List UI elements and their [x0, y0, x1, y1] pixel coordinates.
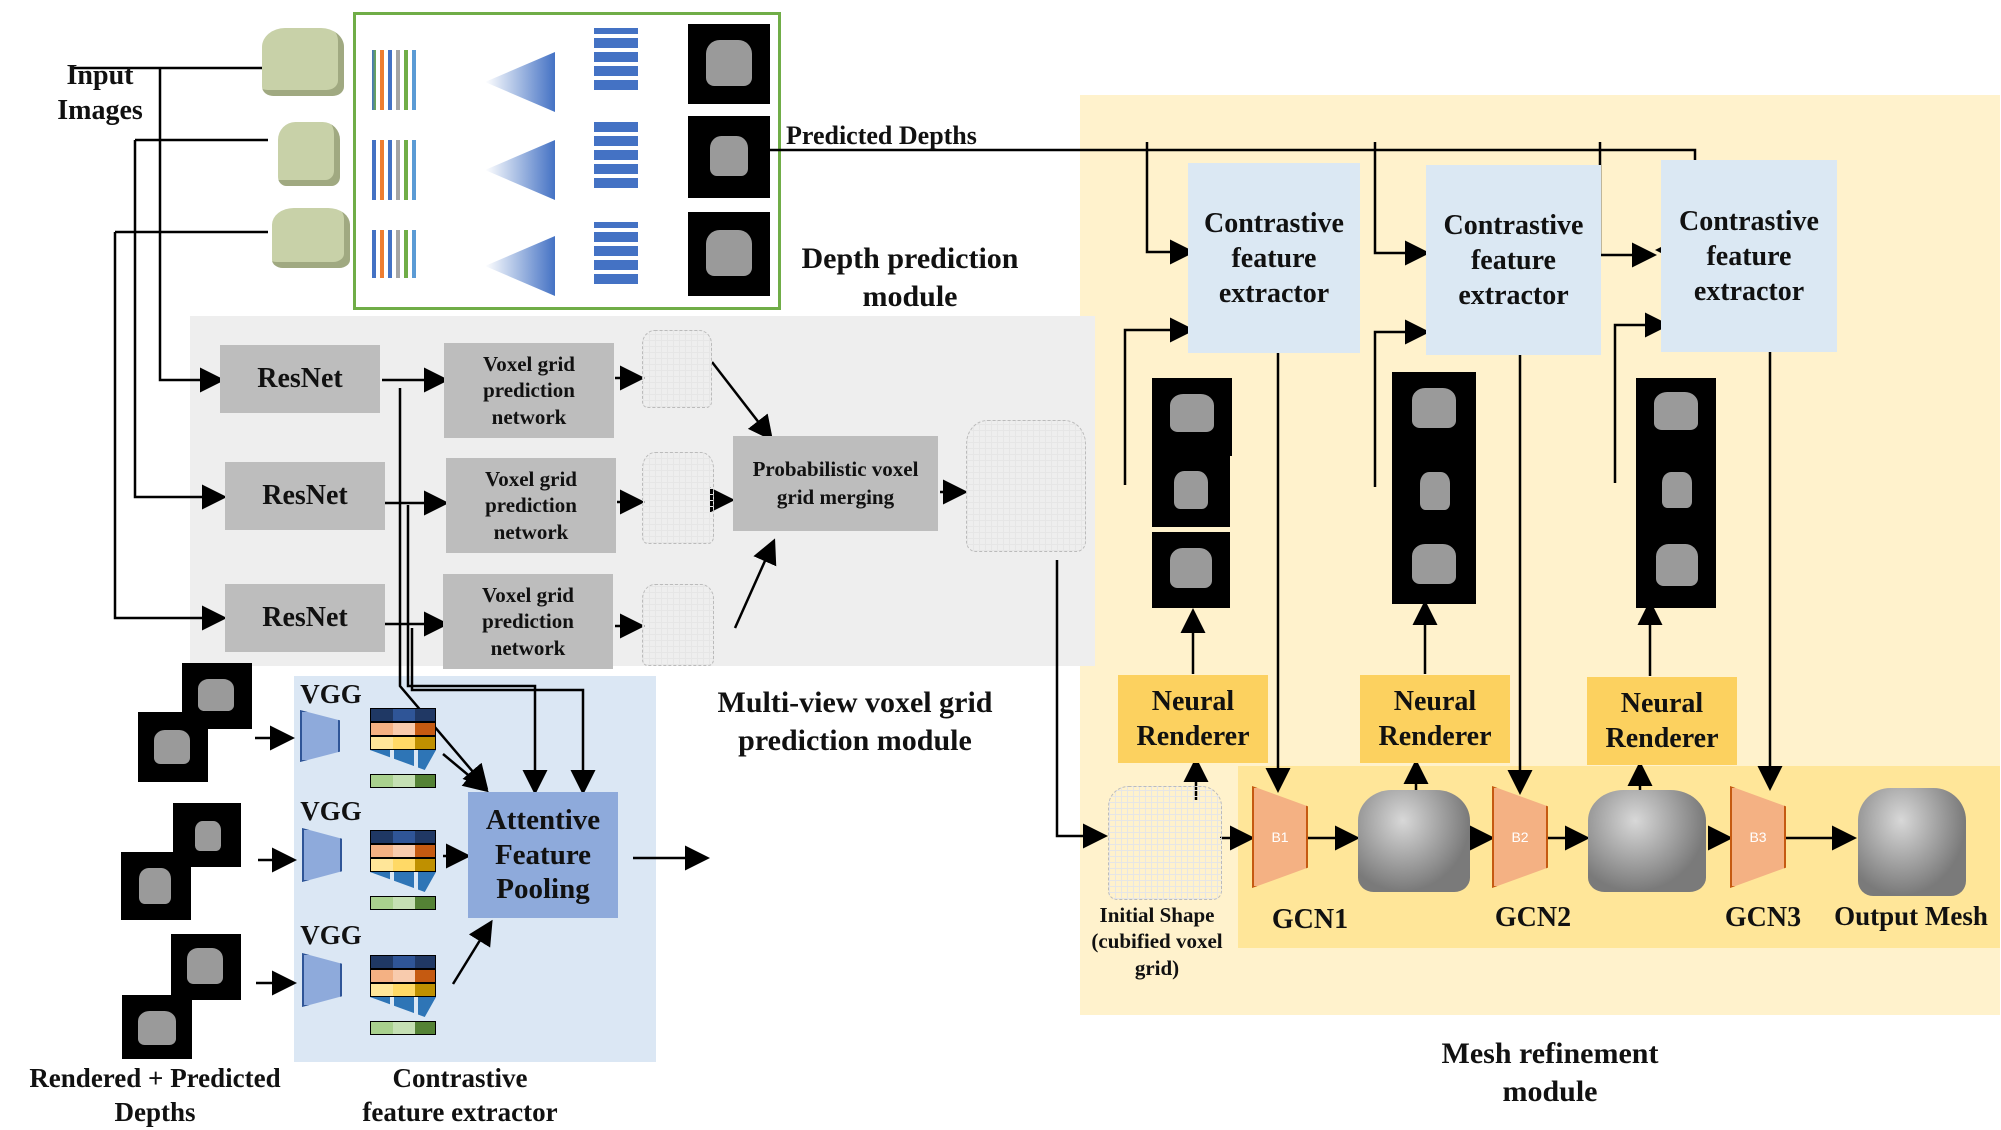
feature-stack-3: [370, 955, 436, 1047]
multiview-module-label: Multi-view voxel grid prediction module: [717, 686, 993, 757]
vgg-label-3: VGG: [300, 920, 362, 950]
input-image-3: [272, 208, 350, 268]
depth-pair-2-front: [121, 852, 191, 920]
gcn-block-3: B3: [1730, 786, 1786, 888]
probabilistic-merge: Probabilistic voxel grid merging: [733, 436, 938, 531]
vgg-label-2: VGG: [300, 796, 362, 826]
depth-encoder-bars: [372, 50, 432, 280]
resnet-3: ResNet: [225, 584, 385, 652]
depth-pair-1-front: [138, 712, 208, 782]
input-image-2: [278, 122, 340, 186]
merged-voxel-grid: [966, 420, 1086, 552]
depth-pair-3-front: [122, 995, 192, 1059]
mesh-module-label: Mesh refinement module: [1441, 1037, 1659, 1108]
voxel-net-2: Voxel grid prediction network: [446, 458, 616, 553]
resnet-2: ResNet: [225, 462, 385, 530]
voxel-net-3: Voxel grid prediction network: [443, 574, 613, 669]
depth-decoder-1: [594, 28, 638, 90]
depth-decoder-2: [594, 122, 638, 188]
voxel-preview-1: [642, 330, 712, 408]
mesh-depth-1-b: [1152, 455, 1230, 527]
predicted-depths-label: Predicted Depths: [786, 121, 977, 150]
predicted-depth-1: [688, 24, 770, 104]
contrastive-extractor-2: Contrastive feature extractor: [1426, 165, 1601, 355]
neural-renderer-1: Neural Renderer: [1118, 675, 1268, 763]
input-images-label: Input Images: [57, 60, 143, 126]
mesh-after-gcn2: [1588, 790, 1706, 892]
depth-pair-3-back: [171, 934, 241, 1000]
initial-shape-label: Initial Shape (cubified voxel grid): [1091, 903, 1223, 980]
output-mesh-label: Output Mesh: [1834, 901, 1988, 931]
feature-stack-2: [370, 830, 436, 922]
resnet-1: ResNet: [220, 345, 380, 413]
voxel-net-1: Voxel grid prediction network: [444, 343, 614, 438]
mesh-depth-2-b: [1392, 454, 1476, 530]
contrastive-extractor-label: Contrastive feature extractor: [362, 1063, 558, 1127]
output-mesh: [1858, 788, 1966, 896]
mesh-depth-3-a: [1636, 378, 1716, 454]
gcn-label-1: GCN1: [1271, 904, 1349, 935]
depth-decoder-3: [594, 222, 638, 284]
mesh-depth-2-c: [1392, 530, 1476, 604]
depth-module-label: Depth prediction module: [801, 242, 1019, 313]
mesh-depth-2-a: [1392, 372, 1476, 454]
gcn-block-2: B2: [1492, 786, 1548, 888]
voxel-preview-2: [642, 452, 714, 544]
vgg-label-1: VGG: [300, 679, 362, 709]
neural-renderer-3: Neural Renderer: [1587, 677, 1737, 765]
mesh-depth-3-c: [1636, 528, 1716, 608]
rendered-predicted-label: Rendered + Predicted Depths: [29, 1063, 281, 1127]
contrastive-extractor-1: Contrastive feature extractor: [1188, 163, 1360, 353]
attentive-feature-pooling: Attentive Feature Pooling: [468, 792, 618, 918]
vgg-encoder-1: [300, 710, 340, 762]
voxel-preview-3: [642, 584, 714, 666]
gcn-label-2: GCN2: [1494, 902, 1572, 933]
feature-stack-1: [370, 708, 436, 800]
neural-renderer-2: Neural Renderer: [1360, 675, 1510, 763]
mesh-depth-1-a: [1152, 378, 1232, 456]
gcn-label-3: GCN3: [1724, 902, 1802, 933]
initial-shape-voxel: [1108, 786, 1222, 900]
mesh-depth-3-b: [1636, 454, 1716, 528]
predicted-depth-2: [688, 116, 770, 198]
input-image-1: [262, 28, 344, 96]
contrastive-extractor-3: Contrastive feature extractor: [1661, 160, 1837, 352]
predicted-depth-3: [688, 212, 770, 296]
mesh-depth-1-c: [1152, 532, 1230, 608]
mesh-after-gcn1: [1358, 790, 1470, 892]
